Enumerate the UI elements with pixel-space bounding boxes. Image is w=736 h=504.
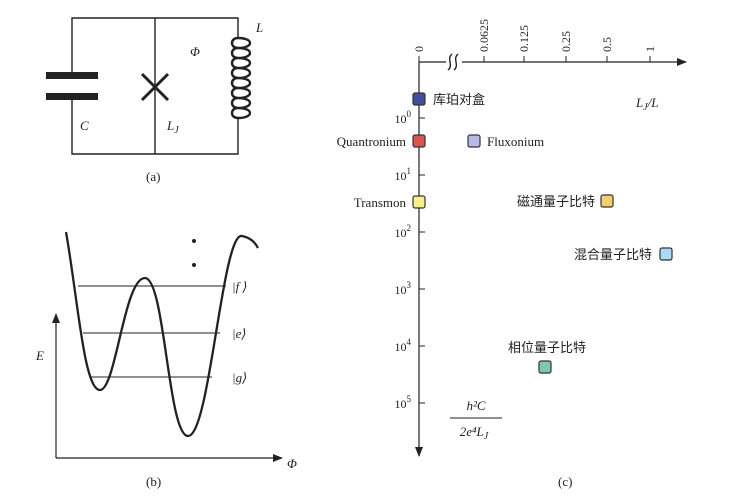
point-marker-phase-qubit xyxy=(538,360,552,374)
panel-a-circuit: C LJ Φ L (a) xyxy=(46,17,263,184)
qubit-point: Transmon xyxy=(354,195,426,210)
qubit-point: 相位量子比特 xyxy=(508,341,586,374)
point-label-transmon: Transmon xyxy=(354,195,407,210)
flux-label: Φ xyxy=(190,44,200,59)
flux-axis-label: Φ xyxy=(287,456,297,471)
left-axis-tick-label: 104 xyxy=(395,337,412,354)
top-axis-label: LJ/L xyxy=(635,95,659,113)
left-axis-ticks: 100 101 102 103 104 105 xyxy=(395,109,425,411)
inductor-icon xyxy=(237,36,252,120)
ellipsis-dot xyxy=(192,239,196,243)
josephson-junction-icon xyxy=(140,72,170,102)
panel-c-caption: (c) xyxy=(558,474,572,489)
left-axis-tick-label: 105 xyxy=(395,394,412,411)
point-marker-fluxonium xyxy=(467,134,481,148)
point-label-hybrid-qubit: 混合量子比特 xyxy=(574,248,652,263)
energy-axis-label: E xyxy=(35,348,44,363)
point-marker-flux-qubit xyxy=(600,194,614,208)
capacitor-plate-top xyxy=(46,72,98,79)
ellipsis-dot xyxy=(192,263,196,267)
top-axis-tick-label: 1 xyxy=(643,46,657,52)
qubit-point: Fluxonium xyxy=(467,134,544,149)
left-axis-tick-label: 102 xyxy=(395,223,412,240)
qubit-point: Quantronium xyxy=(337,134,426,149)
axis-break-icon xyxy=(447,53,459,71)
circuit-wire-right xyxy=(155,17,239,155)
qubit-point: 磁通量子比特 xyxy=(517,194,614,210)
point-marker-cpb xyxy=(412,92,426,106)
ratio-label: h²C 2e⁴LJ xyxy=(450,398,502,442)
panel-b-potential: E Φ |f ⟩ |e⟩ |g⟩ (b) xyxy=(35,231,297,489)
point-label-flux-qubit: 磁通量子比特 xyxy=(517,195,595,210)
top-axis-ticks: 0 0.0625 0.125 0.25 0.5 1 xyxy=(412,19,657,62)
state-g-label: |g⟩ xyxy=(232,370,247,385)
left-axis-tick-label: 100 xyxy=(395,109,412,126)
top-axis-tick-label: 0.25 xyxy=(559,31,573,52)
ratio-numerator: h²C xyxy=(466,398,485,413)
circuit-wire-left xyxy=(71,17,155,155)
potential-curve xyxy=(64,231,260,438)
capacitor-plate-bottom xyxy=(46,93,98,100)
top-axis-tick-label: 0.125 xyxy=(517,25,531,52)
state-f-label: |f ⟩ xyxy=(232,279,248,294)
state-e-label: |e⟩ xyxy=(232,326,246,341)
capacitor-label: C xyxy=(80,118,89,133)
left-axis-tick-label: 101 xyxy=(395,166,412,183)
point-label-cpb: 库珀对盒 xyxy=(433,92,485,108)
left-axis-tick-label: 103 xyxy=(395,280,412,297)
top-axis-tick-label: 0.5 xyxy=(600,37,614,52)
inductor-label: L xyxy=(255,20,263,35)
ratio-denominator: 2e⁴LJ xyxy=(460,424,489,442)
point-label-quantronium: Quantronium xyxy=(337,134,406,149)
panel-b-caption: (b) xyxy=(146,474,161,489)
qubit-point: 库珀对盒 xyxy=(412,92,485,108)
point-label-fluxonium: Fluxonium xyxy=(487,134,544,149)
top-axis-tick-label: 0 xyxy=(412,46,426,52)
junction-label: LJ xyxy=(166,118,179,136)
point-label-phase-qubit: 相位量子比特 xyxy=(508,341,586,356)
point-marker-transmon xyxy=(412,195,426,209)
top-axis-tick-label: 0.0625 xyxy=(477,19,491,52)
point-marker-hybrid-qubit xyxy=(659,247,673,261)
panel-a-caption: (a) xyxy=(146,169,160,184)
qubit-point: 混合量子比特 xyxy=(574,247,673,263)
point-marker-quantronium xyxy=(412,134,426,148)
